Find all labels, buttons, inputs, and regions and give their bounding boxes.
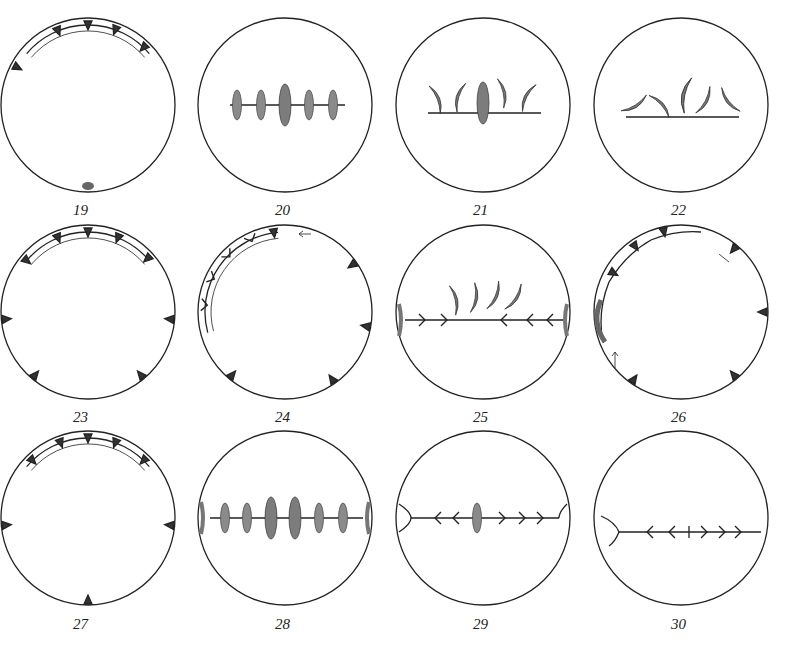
figure-number: 24 [275,410,290,425]
figure-number: 22 [671,203,686,218]
figure-number: 28 [275,617,290,632]
figure-number: 21 [473,203,488,218]
figure-number: 25 [473,410,488,425]
figure-number: 23 [73,410,88,425]
figure-number: 29 [473,617,488,632]
figure-number: 19 [73,203,88,218]
figure-number: 20 [275,203,290,218]
figure-number: 26 [671,410,686,425]
figure-number: 30 [671,617,686,632]
figure-number: 27 [73,617,88,632]
